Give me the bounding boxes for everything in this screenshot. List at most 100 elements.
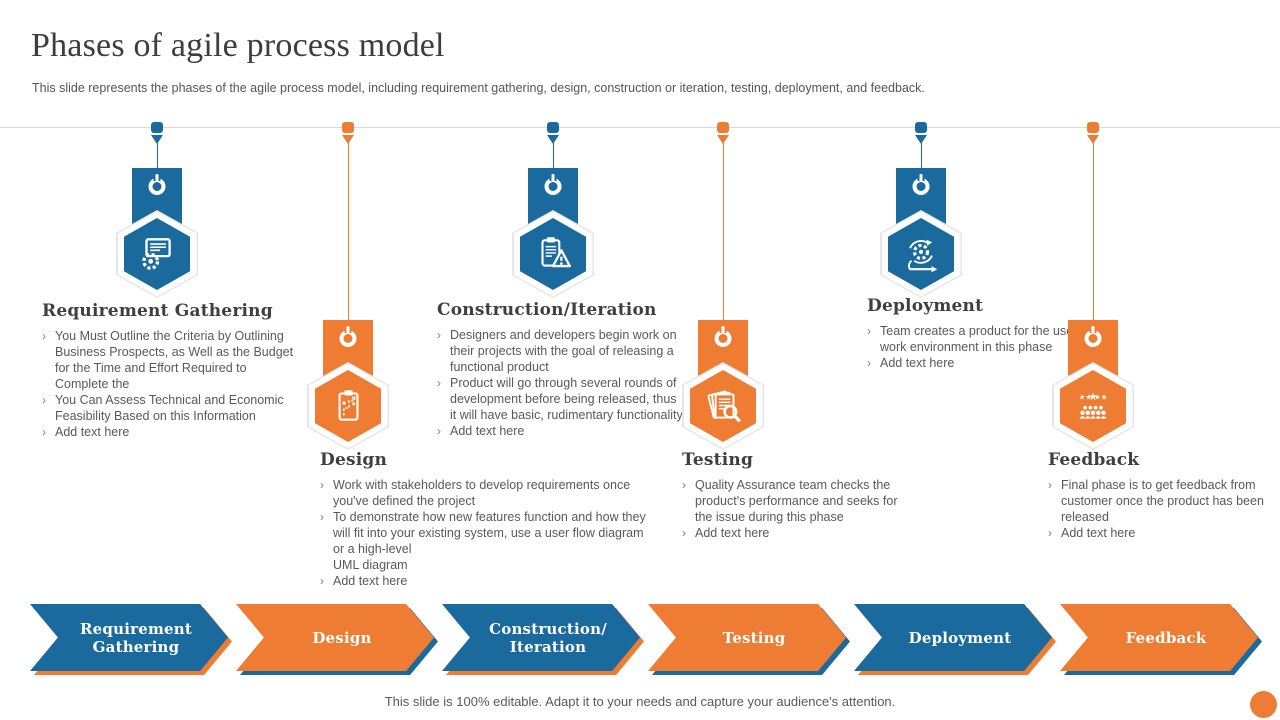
- sprint-gear-icon: [908, 239, 938, 273]
- editable-note: This slide is 100% editable. Adapt it to…: [384, 694, 896, 709]
- timeline-marker-arrow-icon: [547, 135, 559, 144]
- bullet-item: › Product will go through several rounds …: [437, 375, 683, 423]
- timeline-marker-arrow-icon: [151, 135, 163, 144]
- phase-bullet-list: › Team creates a product for the user's w…: [867, 323, 1097, 371]
- bullet-marker: ›: [320, 478, 324, 492]
- bullet-marker: ›: [1048, 526, 1052, 540]
- bullet-text: Work with stakeholders to develop requir…: [333, 478, 631, 508]
- document-magnifier-icon: [707, 390, 741, 422]
- phase-title: Feedback: [1048, 450, 1140, 470]
- timeline-marker-arrow-icon: [717, 135, 729, 144]
- bullet-item: ›Final phase is to get feedback from cus…: [1048, 477, 1270, 525]
- phase-bullet-list: ›Final phase is to get feedback from cus…: [1048, 477, 1270, 541]
- hanger-line: [920, 141, 922, 168]
- banner-arrow-design: Design: [236, 604, 438, 675]
- hanger-line: [347, 141, 349, 320]
- bullet-text: Product will go through several rounds o…: [450, 376, 683, 422]
- grommet-icon: [912, 174, 930, 195]
- bullet-marker: ›: [867, 324, 871, 338]
- bullet-item: › Add text here: [682, 525, 910, 541]
- phase-text-block: Construction/Iteration › Designers and de…: [437, 300, 683, 439]
- bullet-text: To demonstrate how new features function…: [333, 510, 646, 572]
- bullet-item: › Add text here: [320, 573, 658, 589]
- timeline-marker-square: [915, 122, 927, 133]
- clipboard-warning-icon: [541, 237, 571, 268]
- bullet-marker: ›: [437, 376, 441, 390]
- banner-arrow-label: Construction/ Iteration: [489, 619, 607, 656]
- bullet-text: Designers and developers begin work on t…: [450, 328, 677, 374]
- slide-subtitle: This slide represents the phases of the …: [32, 81, 925, 95]
- phase-text-block: Design › Work with stakeholders to develo…: [320, 450, 658, 589]
- bullet-item: ›Add text here: [437, 423, 683, 439]
- bullet-text: Add text here: [1061, 526, 1136, 540]
- page-title: Phases of agile process model: [31, 27, 445, 64]
- timeline-marker-square: [717, 122, 729, 133]
- phase-bullet-list: › Quality Assurance team checks the produ…: [682, 477, 910, 541]
- bullet-text: Quality Assurance team checks the produc…: [695, 478, 898, 524]
- phase-title: Design: [320, 450, 388, 470]
- bullet-text: Add text here: [55, 425, 130, 439]
- hexagon-badge: [512, 210, 594, 298]
- bullet-text: Add text here: [695, 526, 770, 540]
- bullet-text: Add text here: [333, 574, 408, 588]
- timeline-marker-square: [342, 122, 354, 133]
- corner-dot: [1250, 691, 1277, 718]
- hexagon-badge: ★★ ★★ ★: [1052, 362, 1134, 450]
- bullet-marker: ›: [320, 510, 324, 524]
- hexagon-badge: [682, 362, 764, 450]
- bullet-item: › Designers and developers begin work on …: [437, 327, 683, 375]
- bullet-text: Team creates a product for the user's wo…: [880, 324, 1086, 354]
- timeline-marker-square: [151, 122, 163, 133]
- strategy-clipboard-icon: [338, 390, 359, 421]
- bullet-item: ›Add text here: [867, 355, 1097, 371]
- banner-arrow-deployment: Deployment: [854, 604, 1056, 675]
- bullet-marker: ›: [682, 526, 686, 540]
- banner-arrow-construction-iteration: Construction/ Iteration: [442, 604, 644, 675]
- timeline-marker-square: [1087, 122, 1099, 133]
- bullet-item: › Team creates a product for the user's w…: [867, 323, 1097, 355]
- crowd-stars-icon: ★★ ★★ ★: [1079, 391, 1108, 420]
- banner-arrow-feedback: Feedback: [1060, 604, 1262, 675]
- hanger-line: [722, 141, 724, 320]
- bullet-marker: ›: [320, 574, 324, 588]
- phase-bullet-list: ›You Must Outline the Criteria by Outlin…: [42, 328, 294, 440]
- timeline-marker-square: [547, 122, 559, 133]
- grommet-icon: [148, 174, 166, 195]
- svg-text:★: ★: [1088, 391, 1097, 403]
- bullet-marker: ›: [867, 356, 871, 370]
- bullet-item: › To demonstrate how new features functio…: [320, 509, 658, 573]
- banner-arrow-requirement-gathering: Requirement Gathering: [30, 604, 232, 675]
- phase-title: Deployment: [867, 296, 984, 316]
- bullet-marker: ›: [682, 478, 686, 492]
- banner-arrow-label: Requirement Gathering: [80, 619, 192, 656]
- phase-title: Construction/Iteration: [437, 300, 657, 320]
- phase-text-block: Testing ›Quality Assurance team checks t…: [682, 450, 910, 541]
- hexagon-badge: [116, 210, 198, 298]
- timeline-marker-arrow-icon: [342, 135, 354, 144]
- svg-text:★★ ★★: ★★ ★★: [1079, 393, 1108, 402]
- bullet-marker: ›: [42, 425, 46, 439]
- hanger-line: [1092, 141, 1094, 320]
- hexagon-badge: [307, 362, 389, 450]
- bullet-item: › Work with stakeholders to develop requi…: [320, 477, 658, 509]
- hexagon-badge: [880, 210, 962, 298]
- phase-text-block: Feedback ›Final phase is to get feedback…: [1048, 450, 1270, 541]
- bullet-marker: ›: [437, 328, 441, 342]
- hanger-line: [552, 141, 554, 168]
- bullet-marker: ›: [42, 393, 46, 407]
- banner-arrow-label: Design: [312, 628, 372, 647]
- certificate-gear-icon: [142, 238, 171, 270]
- grommet-icon: [339, 326, 357, 347]
- hanger-line: [156, 141, 158, 168]
- bullet-text: You Can Assess Technical and Economic Fe…: [55, 393, 284, 423]
- banner-arrow-testing: Testing: [648, 604, 850, 675]
- bullet-item: ›You Must Outline the Criteria by Outlin…: [42, 328, 294, 392]
- timeline-marker-arrow-icon: [915, 135, 927, 144]
- timeline-marker-arrow-icon: [1087, 135, 1099, 144]
